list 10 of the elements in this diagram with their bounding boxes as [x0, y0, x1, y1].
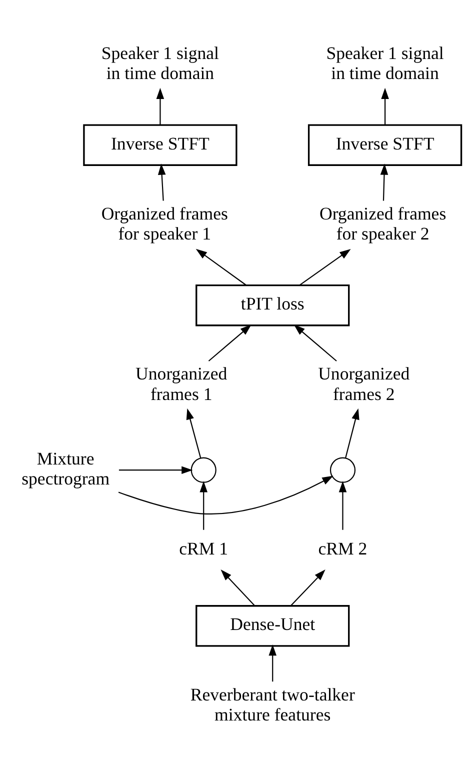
node-text: cRM 2	[318, 538, 368, 558]
node-text: Organized frames for speaker 2	[319, 203, 446, 244]
node-text: Unorganized frames 1	[136, 364, 228, 404]
node-text: cRM 1	[179, 538, 228, 558]
node-text: Reverberant two-talker mixture features	[190, 684, 355, 724]
node-text: Speaker 1 signal in time domain	[326, 43, 444, 84]
node-text: Organized frames for speaker 1	[101, 203, 228, 244]
node-text: Speaker 1 signal in time domain	[101, 43, 220, 84]
node-text: Mixture spectrogram	[22, 448, 110, 488]
node-text: Unorganized frames 2	[318, 364, 410, 404]
